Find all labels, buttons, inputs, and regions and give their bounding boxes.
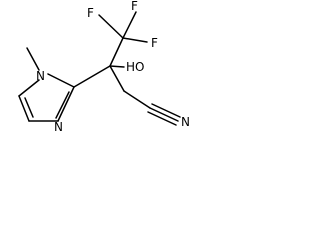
nitrile-triple-bond (147, 103, 181, 126)
atom-label-n-ring: N (54, 120, 63, 134)
atom-label-n-methyl: N (36, 69, 45, 83)
atom-label-hydroxyl: HO (126, 60, 144, 74)
triple-bond-line-1 (149, 107, 179, 122)
imidazole-ring (18, 73, 75, 122)
atom-label-f-right: F (151, 36, 158, 50)
bond-n-methyl (26, 47, 40, 71)
atom-label-f-left: F (87, 6, 94, 20)
ring-bond-c2-n3 (57, 86, 75, 122)
chemical-structure-diagram: F F F HO N N N (18, 0, 190, 134)
bond-cf3-f-left (98, 14, 124, 39)
bond-center-to-hydroxyl (109, 65, 125, 68)
bond-cf3-f-right (122, 37, 148, 43)
bond-center-to-imidazole (73, 65, 111, 88)
bond-center-to-ch2 (109, 65, 125, 92)
bond-cf3-f-top (122, 11, 137, 39)
triple-bond-line-2 (151, 103, 181, 118)
ring-bond-n1-c2 (47, 73, 75, 88)
bond-cf3-to-center (109, 37, 124, 67)
bond-ch2-to-nitrile (123, 90, 151, 109)
ring-bond-c4-c5 (18, 95, 30, 122)
ring-double-bond-c2-n3-inner (55, 91, 70, 119)
atom-label-n-nitrile: N (181, 115, 190, 129)
ring-bond-c5-n1 (18, 79, 40, 97)
ring-double-bond-c4-c5-inner (24, 97, 34, 118)
atom-label-f-top: F (131, 0, 138, 13)
triple-bond-line-3 (147, 111, 177, 126)
